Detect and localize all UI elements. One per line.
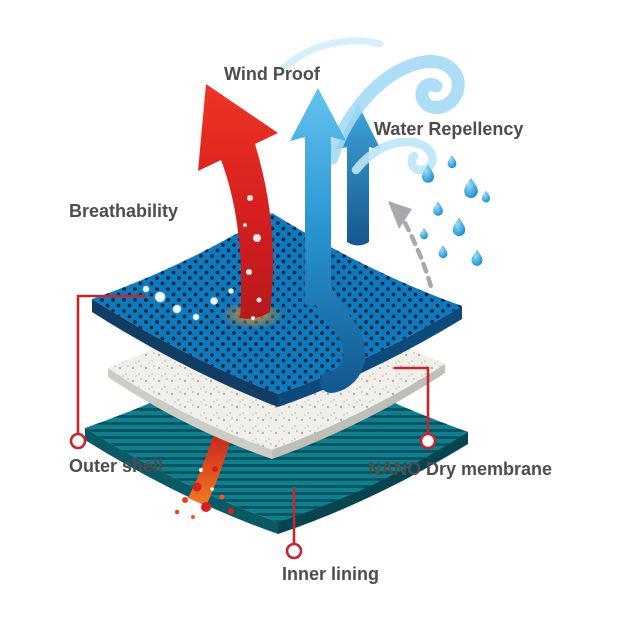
water-droplet-icon: [452, 217, 466, 237]
breathability-flow-lower: [174, 428, 234, 519]
water-droplet-icon: [447, 154, 457, 169]
water-repellency-arrow: [388, 201, 435, 293]
water-droplet-icon: [471, 249, 483, 266]
nano-dry-membrane-callout: [394, 366, 437, 450]
breathability-label: Breathability: [69, 201, 178, 221]
membrane-layer: [108, 284, 445, 459]
wind-swirl: [282, 37, 465, 175]
water-repellency-label: Water Repellency: [374, 119, 523, 139]
water-droplet-icon: [433, 201, 443, 216]
water-droplets: [420, 154, 490, 266]
water-droplet-icon: [438, 244, 448, 259]
nano-dry-membrane-label: NANO Dry membrane: [368, 459, 552, 479]
outer-shell-callout: [69, 294, 146, 450]
labels: Wind Proof Water Repellency Breathabilit…: [69, 64, 552, 584]
windproof-arrow-secondary: [335, 104, 381, 246]
breathability-arrow: [142, 84, 284, 329]
wind-proof-label: Wind Proof: [224, 64, 321, 84]
outer-shell-label: Outer shell: [69, 456, 163, 476]
inner-lining-callout: [285, 487, 303, 560]
windproof-arrow: [290, 88, 366, 393]
water-droplet-icon: [464, 177, 478, 199]
water-droplet-icon: [482, 190, 490, 203]
inner-lining-layer: [85, 342, 468, 534]
water-droplet-icon: [420, 227, 428, 240]
callouts: [69, 294, 437, 560]
inner-lining-label: Inner lining: [282, 564, 379, 584]
